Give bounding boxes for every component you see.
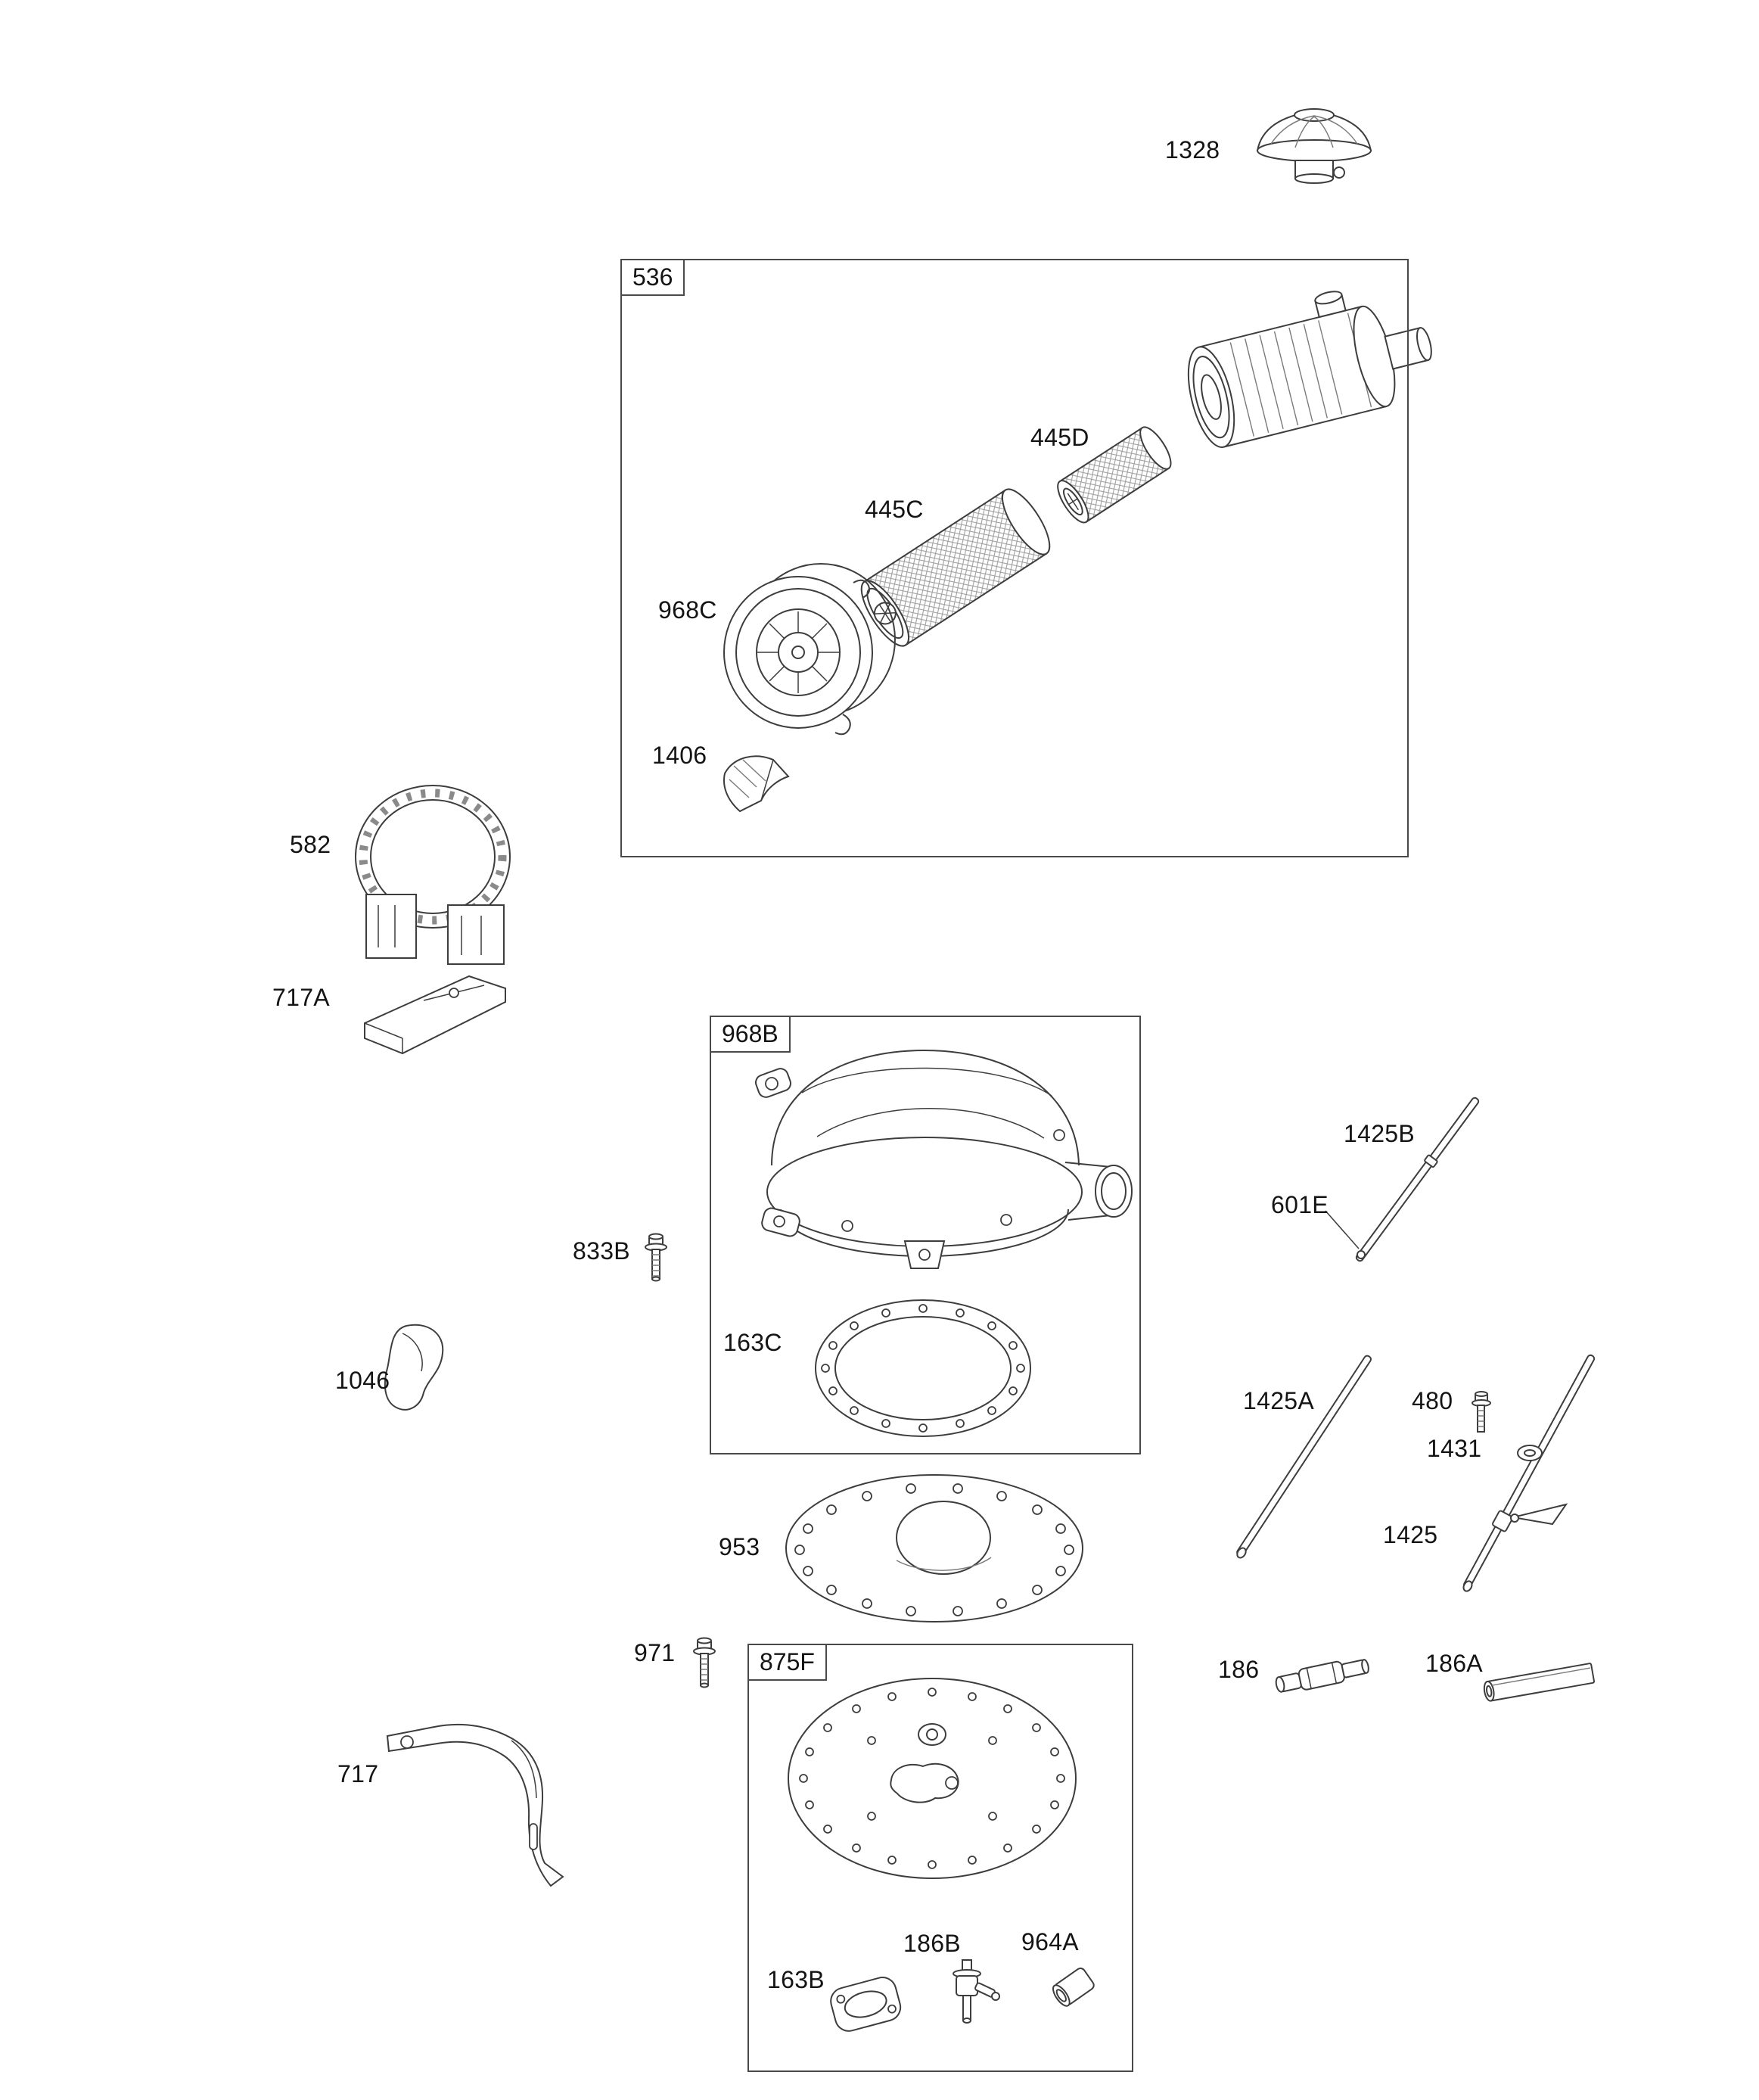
- part-536-canister-art: [1187, 291, 1432, 448]
- part-1328-art: [1256, 108, 1372, 184]
- part-833B-art: [645, 1233, 667, 1282]
- part-445D-art: [1057, 426, 1172, 524]
- part-953-holes: [794, 1483, 1074, 1616]
- part-1425B-art: [1355, 1097, 1480, 1262]
- part-717A-art: [364, 975, 506, 1055]
- part-label-1328: 1328: [1165, 136, 1220, 163]
- part-label-1425: 1425: [1383, 1521, 1438, 1548]
- part-label-1425A: 1425A: [1243, 1387, 1315, 1414]
- part-968B-body-art: [755, 1049, 1133, 1269]
- part-1431-art: [1517, 1445, 1543, 1461]
- part-label-480: 480: [1412, 1387, 1453, 1414]
- part-label-833B: 833B: [573, 1237, 630, 1265]
- part-163C-holes: [821, 1304, 1025, 1433]
- part-875F-holes: [799, 1688, 1065, 1869]
- part-label-968C: 968C: [658, 596, 717, 624]
- part-186A-art: [1483, 1663, 1596, 1702]
- part-label-1046: 1046: [335, 1367, 390, 1394]
- part-label-582: 582: [290, 831, 331, 858]
- part-label-186B: 186B: [903, 1930, 961, 1957]
- group-label-875F: 875F: [747, 1644, 827, 1681]
- part-label-445C: 445C: [865, 496, 924, 523]
- part-964A-art: [1052, 1967, 1095, 2007]
- part-label-163B: 163B: [767, 1966, 825, 1993]
- part-163B-art: [830, 1977, 902, 2032]
- part-label-964A: 964A: [1021, 1928, 1079, 1955]
- part-label-717: 717: [337, 1760, 379, 1787]
- part-186B-art: [953, 1959, 1000, 2024]
- part-label-1431: 1431: [1427, 1435, 1482, 1462]
- part-label-953: 953: [719, 1533, 760, 1560]
- part-1046-art: [384, 1324, 444, 1411]
- part-1425A-art: [1236, 1355, 1372, 1559]
- part-label-601E: 601E: [1271, 1191, 1329, 1218]
- group-box-968B: 968B: [710, 1016, 1141, 1454]
- group-box-875F: 875F: [747, 1644, 1133, 2072]
- group-box-536: 536: [620, 259, 1409, 857]
- part-label-971: 971: [634, 1639, 676, 1666]
- part-1406-art: [723, 755, 790, 813]
- leader-601E: [1325, 1210, 1360, 1249]
- part-1425-art: [1462, 1354, 1596, 1592]
- part-582-art: [355, 785, 511, 965]
- part-186-art: [1275, 1659, 1369, 1693]
- part-445C-art: [860, 488, 1051, 647]
- group-label-968B: 968B: [710, 1016, 791, 1053]
- part-968C-art: [723, 563, 896, 736]
- part-label-717A: 717A: [272, 984, 330, 1011]
- part-971-art: [693, 1637, 716, 1688]
- part-label-163C: 163C: [723, 1329, 782, 1356]
- group-label-536: 536: [620, 259, 685, 296]
- part-label-445D: 445D: [1030, 424, 1089, 451]
- part-label-1425B: 1425B: [1344, 1120, 1416, 1147]
- part-717-art: [386, 1723, 564, 1887]
- part-480-art: [1472, 1391, 1491, 1433]
- part-label-186A: 186A: [1425, 1650, 1483, 1677]
- part-label-186: 186: [1218, 1656, 1260, 1683]
- part-163C-art: [815, 1299, 1031, 1437]
- part-875F-plate-art: [788, 1678, 1077, 1879]
- part-953-art: [785, 1474, 1083, 1622]
- part-label-1406: 1406: [652, 742, 707, 769]
